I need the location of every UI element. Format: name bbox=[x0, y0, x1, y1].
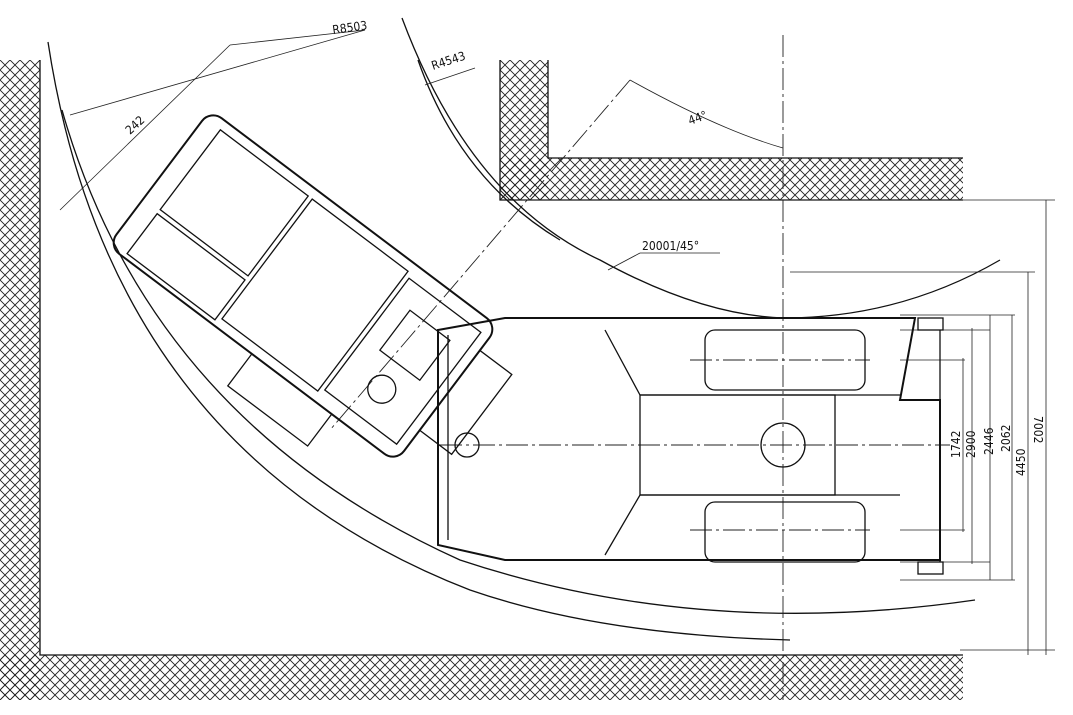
overall-width-label: 4450 bbox=[1014, 448, 1028, 476]
inner-radius-label: R4543 bbox=[430, 49, 468, 73]
track-width-1742: 1742 bbox=[949, 431, 963, 458]
track-width-2446: 2446 bbox=[982, 427, 996, 455]
carrier-chassis bbox=[437, 317, 944, 575]
centerlines bbox=[329, 35, 950, 700]
outer-radius-label: R8503 bbox=[331, 18, 368, 37]
dimension-lines bbox=[59, 29, 1055, 655]
track-width-2062: 2062 bbox=[999, 425, 1013, 452]
radius-angle-label: 20001/45° bbox=[642, 239, 699, 253]
angle-label: 44° bbox=[686, 108, 709, 128]
dimension-labels: R8503 R4543 242 44° 20001/45° 1742 2900 … bbox=[123, 18, 1045, 476]
crane-superstructure bbox=[112, 114, 513, 458]
track-width-2900: 2900 bbox=[964, 430, 978, 458]
tail-offset-label: 242 bbox=[123, 113, 148, 137]
wall-hatching bbox=[0, 60, 963, 700]
turning-arcs bbox=[47, 17, 1001, 641]
corridor-width-label: 7002 bbox=[1031, 416, 1045, 443]
